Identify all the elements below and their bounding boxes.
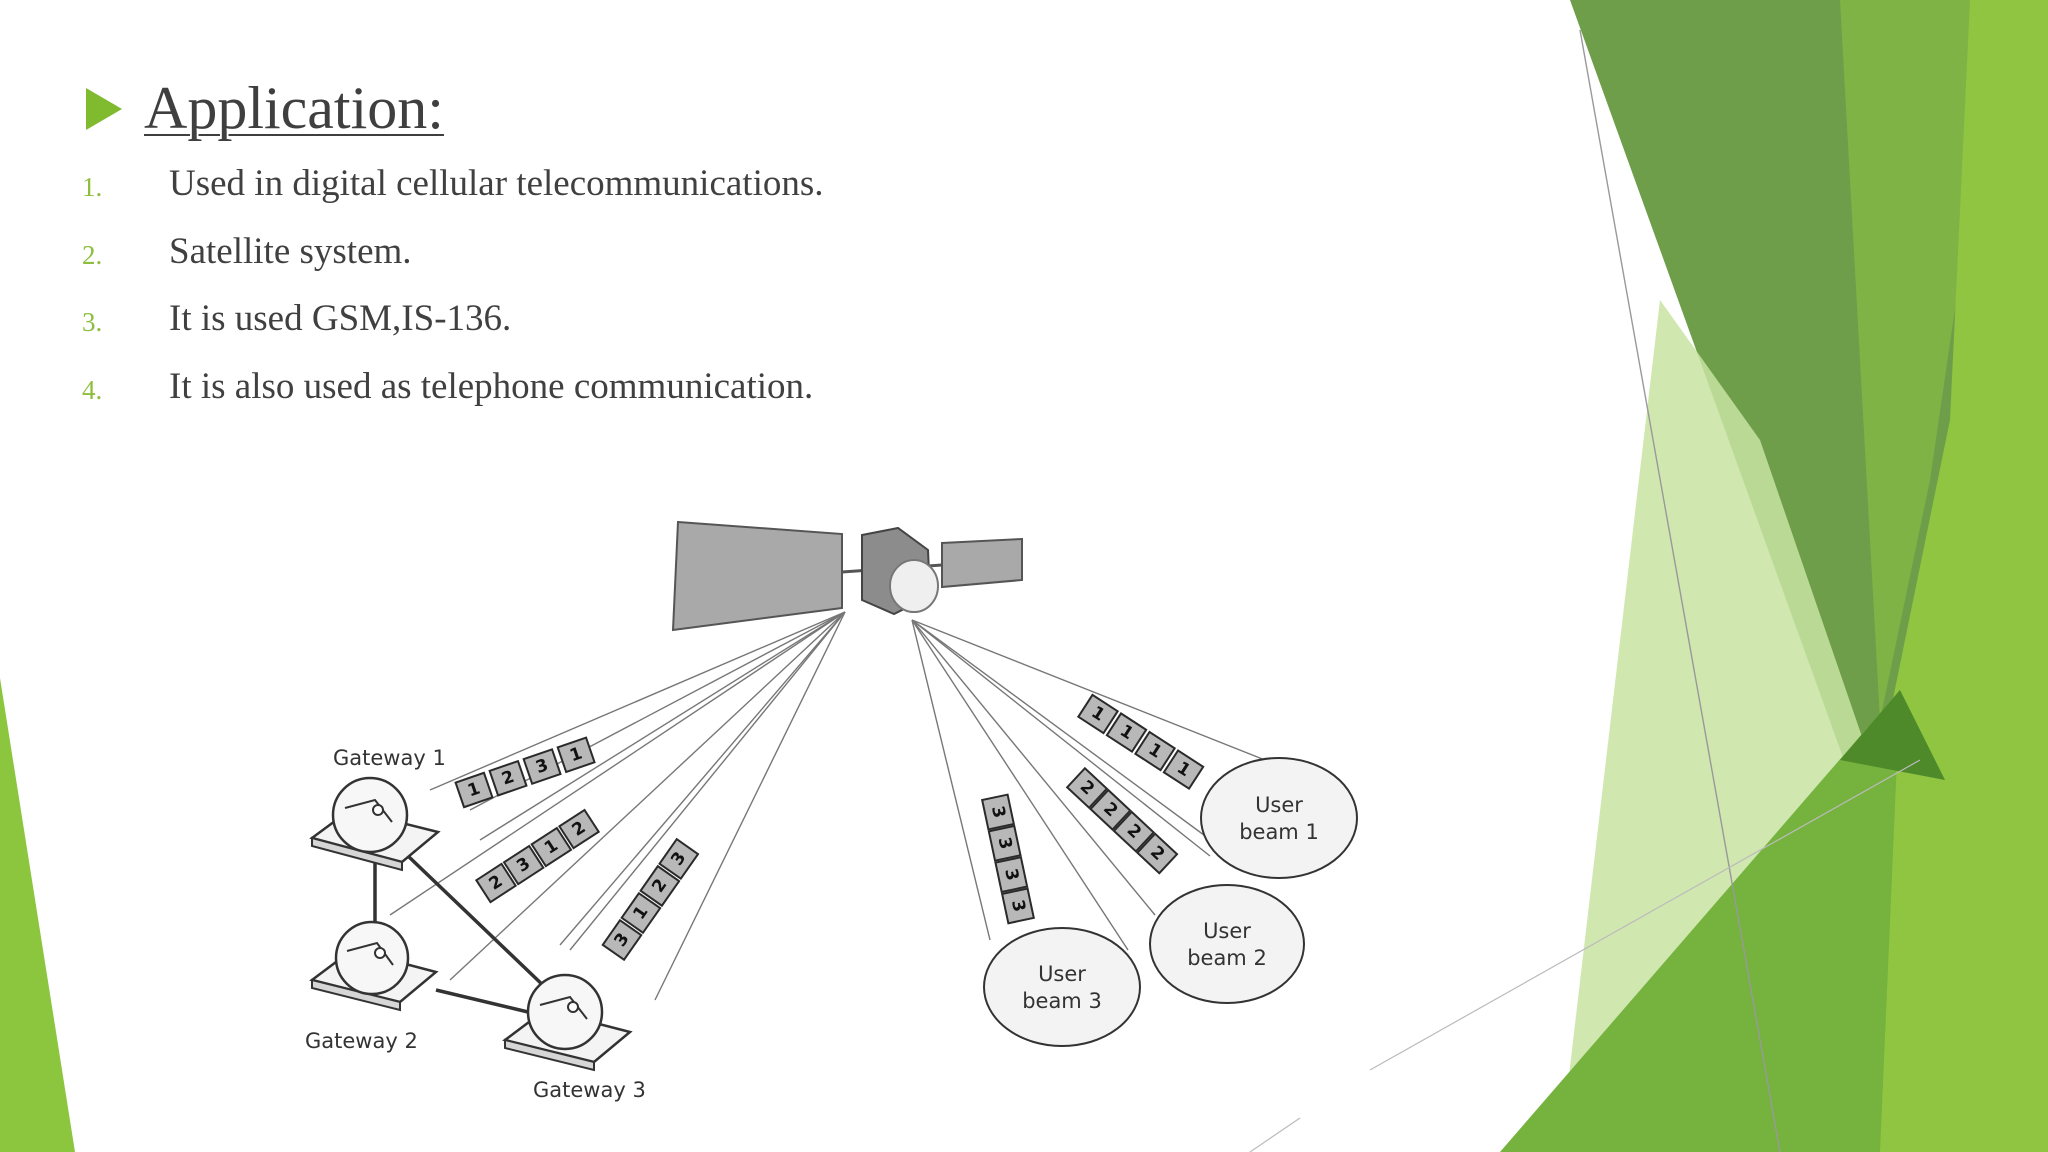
packet: 3 — [994, 856, 1029, 894]
beam-label-line1: User — [1038, 962, 1086, 986]
beam-label-line2: beam 1 — [1239, 820, 1319, 844]
packet-row-g2: 2 3 1 2 — [474, 808, 601, 904]
beam-label-line2: beam 3 — [1022, 989, 1102, 1013]
user-beam-2: User beam 2 — [1149, 884, 1305, 1004]
slide-title: Application: — [144, 75, 444, 141]
right-pale-green-shape — [1560, 300, 1870, 1152]
gateway-3-label: Gateway 3 — [533, 1078, 646, 1102]
beam-label-line2: beam 2 — [1187, 946, 1267, 970]
packet: 3 — [502, 844, 545, 886]
packet: 1 — [556, 736, 596, 774]
packet-row-g1: 1 2 3 1 — [454, 736, 596, 809]
packet: 2 — [488, 759, 528, 797]
packet: 1 — [1076, 693, 1120, 735]
packet: 1 — [454, 771, 494, 809]
packet: 3 — [658, 837, 700, 881]
list-number: 4. — [82, 374, 103, 405]
packet: 1 — [530, 826, 573, 868]
packet-row-g3: 3 1 2 3 — [601, 837, 700, 962]
list-text: Used in digital cellular telecommunicati… — [169, 163, 824, 204]
packet: 1 — [620, 891, 662, 935]
list-number: 3. — [82, 307, 103, 337]
user-beam-lines — [911, 619, 1271, 951]
right-solar-panel — [941, 537, 1023, 589]
packet-label: 3 — [1000, 867, 1022, 883]
packet: 3 — [522, 748, 562, 786]
thin-line-3 — [1249, 1117, 1301, 1152]
packet: 2 — [639, 864, 681, 908]
user-beam-3: User beam 3 — [983, 927, 1141, 1047]
packet: 2 — [1135, 832, 1179, 875]
gateway-beam-lines — [389, 611, 846, 1001]
bottom-dark-green-shape — [1840, 690, 1945, 780]
list-number: 2. — [82, 239, 103, 270]
list-text: Satellite system. — [169, 230, 412, 272]
packet-label: 3 — [994, 835, 1016, 851]
beam-label-line1: User — [1255, 793, 1303, 817]
packet: 3 — [987, 824, 1022, 862]
packet-row-b1: 1 1 1 1 — [1076, 693, 1205, 791]
gateway-2-dish-icon — [309, 920, 439, 1012]
packet: 2 — [1089, 788, 1132, 831]
packet: 2 — [1065, 766, 1109, 810]
user-beam-1: User beam 1 — [1200, 757, 1358, 879]
gateway-1-label: Gateway 1 — [333, 746, 446, 770]
list-text: It is used GSM,IS-136. — [169, 298, 512, 339]
packet-label: 3 — [1007, 898, 1029, 914]
title-row: Application: — [86, 74, 444, 143]
left-green-shape — [0, 678, 75, 1152]
packet: 3 — [601, 918, 643, 962]
packet-label: 3 — [987, 804, 1009, 820]
packet-row-b2: 2 2 2 2 — [1065, 766, 1179, 875]
satellite-icon — [671, 520, 1023, 632]
bottom-mid-green-shape — [1500, 690, 1900, 1152]
packet: 1 — [1105, 712, 1148, 753]
list-text: It is also used as telephone communicati… — [169, 365, 814, 407]
play-bullet-icon — [86, 87, 122, 130]
thin-line-1 — [1579, 29, 1781, 1152]
packet: 3 — [1000, 887, 1035, 925]
packet: 2 — [1112, 810, 1156, 853]
left-solar-panel — [671, 520, 843, 632]
packet: 1 — [1133, 730, 1177, 772]
gateway-links — [373, 854, 550, 1014]
packet: 2 — [557, 808, 601, 850]
list-number: 1. — [82, 172, 103, 202]
gateway-2-label: Gateway 2 — [305, 1029, 418, 1053]
packet-row-b3: 3 3 3 3 — [980, 793, 1035, 925]
right-olive-band — [1840, 0, 2000, 720]
gateway-1-dish-icon — [309, 776, 441, 872]
beam-label-line1: User — [1203, 919, 1251, 943]
right-bright-green-band — [1790, 0, 2048, 1152]
thin-line-2 — [1369, 759, 1921, 1071]
packet: 2 — [474, 862, 518, 904]
gateway-3-dish-icon — [502, 973, 633, 1072]
satellite-dish — [889, 559, 939, 613]
packet: 1 — [1162, 749, 1205, 791]
packet: 3 — [980, 793, 1016, 831]
